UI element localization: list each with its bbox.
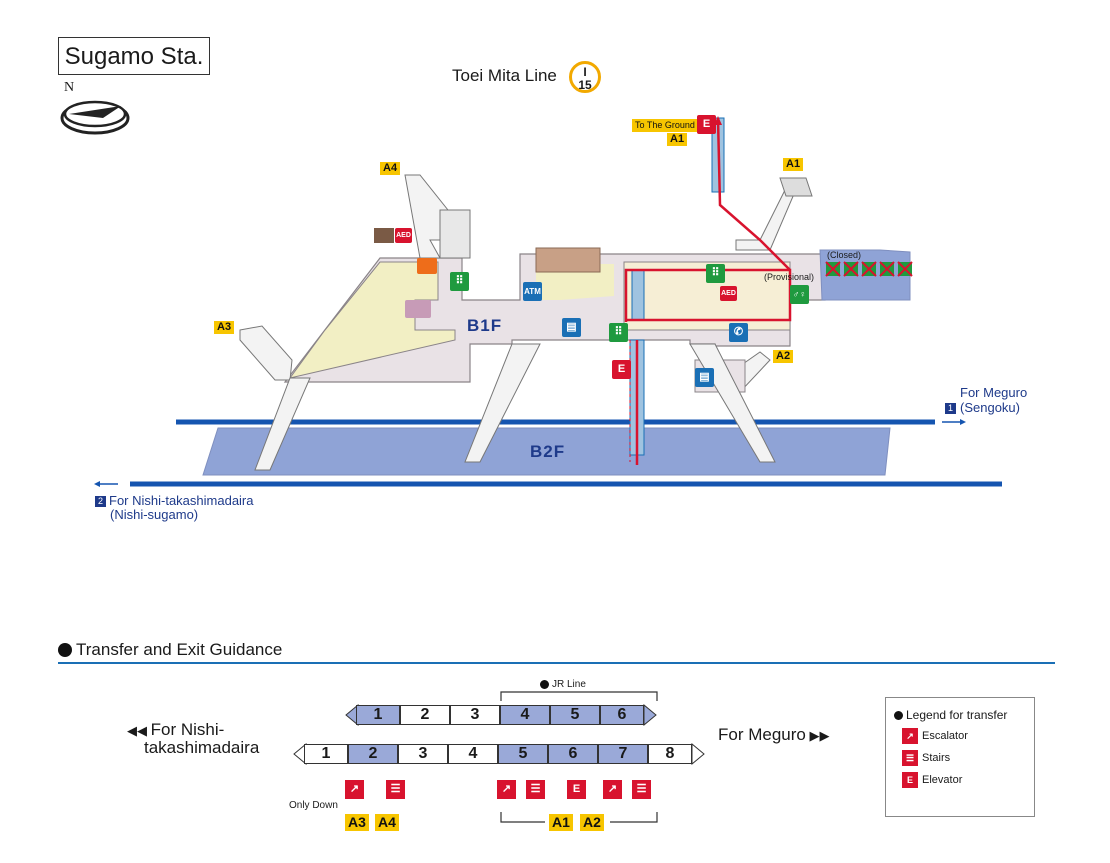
info-counter-icon: [417, 258, 437, 274]
escalator-icon-a: ↗: [345, 780, 364, 799]
stairs-icon: ☰: [902, 750, 918, 766]
legend-item-escalator: ↗Escalator: [902, 728, 1034, 744]
elevator-icon: E: [902, 772, 918, 788]
double-arrow-left-icon: ◀◀: [127, 723, 151, 738]
locker-icon-left: ⠿: [450, 272, 469, 291]
car-top-5: 5: [550, 705, 600, 725]
guidance-section-title: Transfer and Exit Guidance: [58, 640, 282, 660]
line-badge-number: 15: [578, 78, 592, 92]
to-ground-label: To The Ground: [632, 119, 698, 132]
direction-left-line1: ◀◀ For Nishi-: [127, 720, 225, 739]
atm-icon: ATM: [523, 282, 542, 301]
jr-line-text: JR Line: [552, 679, 586, 690]
train-nose-right: [643, 704, 657, 726]
car-bottom-6: 6: [548, 744, 598, 764]
direction-meguro-sub: (Sengoku): [960, 400, 1020, 415]
direction-nishi-title: For Nishi-takashimadaira: [109, 493, 254, 508]
elevator-icon-b1f: E: [612, 360, 631, 379]
train-nose-right: [691, 743, 705, 765]
station-name-box: Sugamo Sta.: [58, 37, 210, 75]
exit-badge-a1: A1: [783, 158, 804, 171]
stairs-icon-a: ☰: [386, 780, 405, 799]
elevator-icon-ground: E: [697, 115, 716, 134]
direction-meguro: 1 (Sengoku): [945, 401, 1020, 415]
car-bottom-3: 3: [398, 744, 448, 764]
legend-box: Legend for transfer ↗Escalator ☰Stairs E…: [885, 697, 1035, 817]
bullet-icon: [58, 643, 72, 657]
phone-icon: ✆: [729, 323, 748, 342]
closed-exit-markers: [825, 261, 913, 277]
exit-badge-guidance-a4: A4: [375, 814, 399, 831]
legend-item-stairs: ☰Stairs: [902, 750, 1034, 766]
car-bottom-8: 8: [648, 744, 692, 764]
car-top-4: 4: [500, 705, 550, 725]
jr-bracket: [500, 691, 658, 701]
escalator-icon: ↗: [902, 728, 918, 744]
exit-badge-a2: A2: [773, 350, 794, 363]
double-arrow-right-icon: ▶▶: [805, 728, 830, 743]
only-down-label: Only Down: [289, 800, 338, 811]
section-divider: [58, 662, 1055, 664]
restroom-icon: ♂♀: [790, 285, 809, 304]
car-bottom-1: 1: [304, 744, 348, 764]
floor-label-b1f: B1F: [467, 316, 503, 335]
floor-label-b2f: B2F: [530, 442, 566, 461]
elevator-icon-b: E: [567, 780, 586, 799]
line-badge: I 15: [569, 61, 601, 93]
direction-left-label: ◀◀ For Nishi- takashimadaira: [127, 721, 259, 756]
car-top-3: 3: [450, 705, 500, 725]
compass-icon: [60, 100, 130, 135]
exit-bracket: [500, 812, 658, 823]
car-top-1: 1: [356, 705, 400, 725]
aed-icon-left: AED: [395, 228, 412, 243]
office-icon: [405, 300, 431, 318]
direction-meguro-title: For Meguro: [960, 385, 1028, 400]
exit-badge-a1-top: A1: [667, 133, 688, 146]
bullet-icon: [894, 710, 903, 720]
compass-north-label: N: [64, 80, 75, 95]
car-bottom-5: 5: [498, 744, 548, 764]
locker-icon-center: ⠿: [609, 323, 628, 342]
train-top-row: 1 2 3 4 5 6: [342, 704, 662, 728]
exit-badge-guidance-a3: A3: [345, 814, 369, 831]
car-top-2: 2: [400, 705, 450, 725]
exit-badge-a4: A4: [380, 162, 401, 175]
b2f-platform: [202, 427, 891, 476]
office-icon-left: [374, 228, 394, 243]
stairs-icon-c: ☰: [632, 780, 651, 799]
direction-nishi-sub: (Nishi-sugamo): [110, 507, 199, 522]
car-bottom-7: 7: [598, 744, 648, 764]
direction-left-line2: takashimadaira: [144, 738, 260, 757]
provisional-label: (Provisional): [764, 272, 815, 282]
exit-badge-guidance-a2: A2: [580, 814, 604, 831]
station-map: [94, 116, 1002, 487]
line-name: Toei Mita Line: [452, 66, 557, 85]
exit-badge-guidance-a1: A1: [549, 814, 573, 831]
direction-nishi: 2 For Nishi-takashimadaira: [95, 494, 254, 508]
line-badge-top: I: [583, 65, 587, 79]
closed-label: (Closed): [827, 250, 862, 260]
locker-icon-right: ⠿: [706, 264, 725, 283]
car-bottom-4: 4: [448, 744, 498, 764]
escalator-icon-c: ↗: [603, 780, 622, 799]
legend-title: Legend for transfer: [894, 708, 1034, 722]
exit-badge-a3: A3: [214, 321, 235, 334]
stairs-icon-b: ☰: [526, 780, 545, 799]
aed-icon-right: AED: [720, 286, 737, 301]
direction-nishi-number: 2: [95, 495, 106, 507]
car-bottom-2: 2: [348, 744, 398, 764]
ticket-machine-icon: ▤: [562, 318, 581, 337]
guidance-title-text: Transfer and Exit Guidance: [76, 640, 283, 659]
train-bottom-row: 1 2 3 4 5 6 7 8: [290, 743, 710, 767]
direction-meguro-number: 1: [945, 402, 956, 414]
car-top-6: 6: [600, 705, 644, 725]
ticket-machine-icon-a2: ▤: [695, 368, 714, 387]
direction-right-label: For Meguro ▶▶: [718, 725, 830, 744]
escalator-icon-b: ↗: [497, 780, 516, 799]
jr-line-label: JR Line: [540, 679, 586, 690]
bullet-icon: [540, 680, 549, 689]
